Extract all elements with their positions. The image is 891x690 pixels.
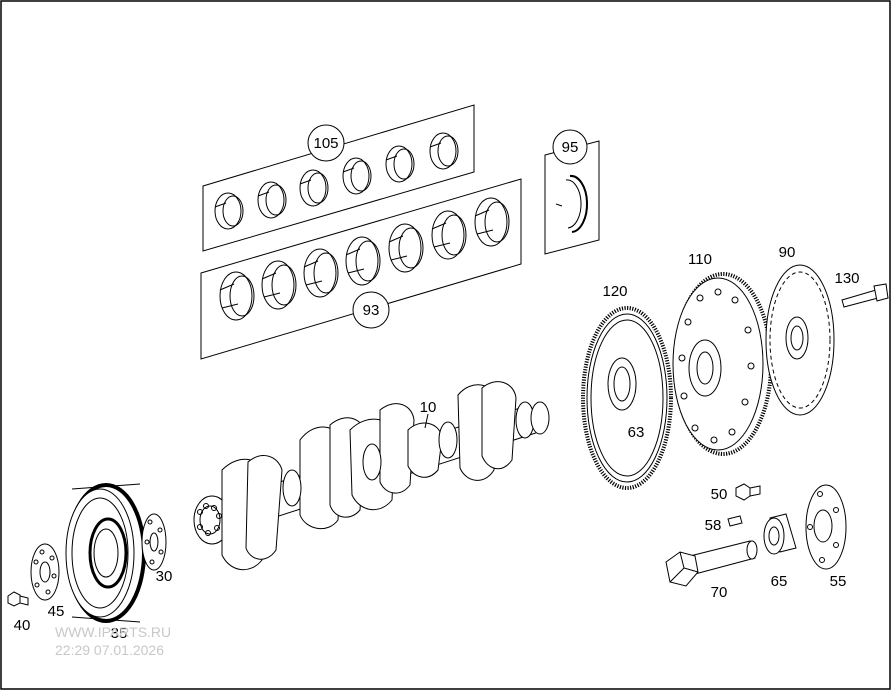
flywheel-bearing-63[interactable] (607, 357, 637, 411)
callout-30-label: 30 (156, 568, 173, 585)
upper-bearing-shells (214, 132, 459, 230)
callout-50-label: 50 (711, 486, 728, 503)
drive-plate-110[interactable]: 110 (672, 251, 773, 456)
callout-95-label: 95 (562, 139, 579, 156)
callout-93-circle (352, 291, 390, 329)
flange-55[interactable]: 55 (805, 484, 847, 590)
callout-45-label: 45 (48, 603, 65, 620)
bushing-65[interactable]: 65 (763, 513, 797, 590)
vibration-damper-35[interactable]: 35 (65, 483, 146, 642)
washer-plate-45[interactable]: 45 (30, 543, 65, 620)
watermark-datetime: 22:29 07.01.2026 (55, 642, 164, 658)
bearing-shells-lower-group[interactable]: 93 (200, 178, 522, 360)
bolt-70[interactable]: 70 (665, 540, 758, 601)
thrust-washer (555, 174, 588, 233)
callout-70-label: 70 (711, 584, 728, 601)
flywheel-ring-gear-120[interactable]: 120 63 (581, 283, 673, 490)
thrust-washer-group[interactable]: 95 (544, 129, 600, 255)
callout-55-label: 55 (830, 573, 847, 590)
callout-10-label: 10 (420, 399, 437, 416)
crankshaft-journals (282, 401, 535, 507)
callout-110-label: 110 (688, 251, 712, 268)
bearing-shells-upper-group[interactable]: 105 (202, 104, 475, 252)
callout-40-label: 40 (14, 617, 31, 634)
drive-plate-bolt-holes (678, 288, 755, 444)
callout-58-label: 58 (705, 517, 722, 534)
watermark: WWW.IPARTS.RU 22:29 07.01.2026 (55, 624, 171, 658)
bolt-50[interactable]: 50 (711, 483, 761, 503)
callout-90-label: 90 (779, 244, 796, 261)
callout-105-circle (307, 124, 345, 162)
crankshaft-rear-flange (530, 401, 550, 435)
callout-105-label: 105 (313, 135, 338, 152)
pin-58[interactable]: 58 (705, 515, 743, 534)
callout-93-label: 93 (363, 302, 380, 319)
callout-63-label: 63 (628, 424, 645, 441)
bolt-40[interactable]: 40 (7, 591, 31, 634)
callout-95-circle (552, 129, 588, 165)
lower-bearing-shells (219, 197, 510, 321)
callout-65-label: 65 (771, 573, 788, 590)
crankshaft[interactable]: 10 (193, 381, 550, 570)
washer-30[interactable]: 30 (141, 513, 173, 585)
bolt-130[interactable]: 130 (834, 270, 889, 308)
flex-plate-90[interactable]: 90 (765, 244, 835, 416)
watermark-site: WWW.IPARTS.RU (55, 624, 171, 640)
callout-130-label: 130 (834, 270, 859, 287)
callout-35-label: 35 (111, 625, 128, 642)
callout-120-label: 120 (602, 283, 627, 300)
